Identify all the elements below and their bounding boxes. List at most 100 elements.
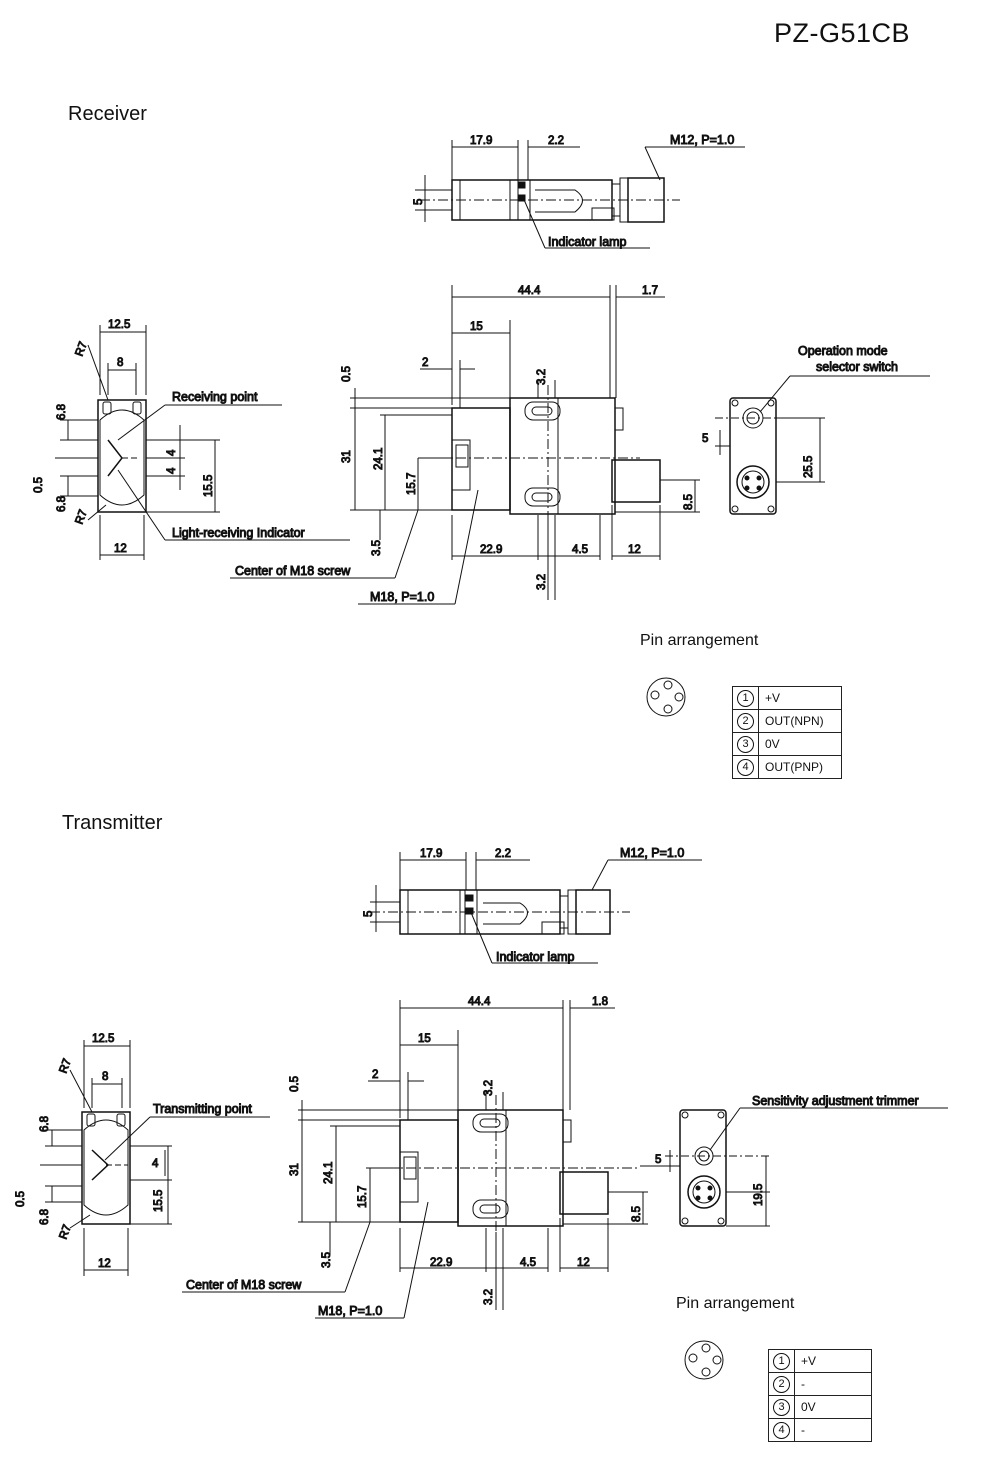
transmitter-side-dim-22-9: 22.9	[430, 1257, 452, 1269]
pin-label: OUT(PNP)	[758, 755, 842, 779]
transmitter-title: Transmitter	[62, 812, 163, 834]
transmitter-back-dim-5: 5	[655, 1154, 661, 1166]
transmitting-point-label: Transmitting point	[153, 1102, 252, 1116]
receiver-indicator-lamp-label: Indicator lamp	[548, 235, 627, 249]
receiver-title: Receiver	[68, 103, 147, 125]
pin-label: 0V	[794, 1395, 872, 1419]
receiver-side-dim-8-5: 8.5	[683, 494, 695, 510]
transmitter-side-view: 44.4 1.8 15 2 0.5 3.2 31 24.1 15.7 3.5 2…	[182, 996, 648, 1319]
receiver-top-thread: M12, P=1.0	[670, 133, 734, 147]
receiver-front-dim-12-5: 12.5	[108, 319, 130, 331]
transmitter-front-r7-top: R7	[58, 1057, 74, 1075]
operation-mode-label-2: selector switch	[816, 360, 898, 374]
receiver-side-dim-15: 15	[470, 321, 483, 333]
transmitter-side-dim-3-5: 3.5	[321, 1252, 333, 1268]
transmitter-front-dim-8: 8	[102, 1071, 108, 1083]
transmitter-pin-arrangement-title: Pin arrangement	[676, 1295, 795, 1312]
receiver-side-dim-12: 12	[628, 544, 641, 556]
transmitter-side-dim-15: 15	[418, 1033, 431, 1045]
receiver-front-dim-12: 12	[114, 543, 127, 555]
transmitter-thread-label: M18, P=1.0	[318, 1304, 382, 1318]
receiver-front-dim-4a: 4	[166, 449, 178, 456]
transmitter-side-dim-3-2-top: 3.2	[483, 1080, 495, 1096]
pin-number: 1	[773, 1352, 790, 1370]
receiver-top-dim-17-9: 17.9	[470, 135, 492, 147]
table-row: 3 0V	[732, 732, 842, 756]
pin-number: 1	[737, 689, 754, 707]
operation-mode-label-1: Operation mode	[798, 344, 888, 358]
transmitter-side-dim-15-7: 15.7	[357, 1186, 369, 1208]
table-row: 4 OUT(PNP)	[732, 755, 842, 779]
table-row: 3 0V	[768, 1395, 872, 1419]
receiver-front-dim-4b: 4	[166, 467, 178, 474]
table-row: 2 OUT(NPN)	[732, 709, 842, 733]
receiver-front-dim-0-5: 0.5	[33, 477, 45, 493]
pin-label: -	[794, 1372, 872, 1396]
transmitter-pin-connector-icon	[684, 1340, 724, 1380]
transmitter-top-view: 17.9 2.2 M12, P=1.0 5 Indicator lamp	[363, 846, 702, 965]
transmitter-back-view: 5 19.5 Sensitivity adjustment trimmer	[640, 1094, 948, 1227]
transmitter-side-dim-2: 2	[372, 1069, 378, 1081]
transmitter-indicator-lamp-label: Indicator lamp	[496, 950, 575, 964]
transmitter-side-dim-4-5: 4.5	[520, 1257, 536, 1269]
table-row: 2 -	[768, 1372, 872, 1396]
pin-label: +V	[794, 1349, 872, 1373]
receiver-thread-label: M18, P=1.0	[370, 590, 434, 604]
receiver-back-dim-25-5: 25.5	[803, 456, 815, 478]
receiver-front-dim-6-8-top: 6.8	[56, 404, 68, 420]
receiver-pin-connector-icon	[646, 677, 686, 717]
receiver-side-dim-31: 31	[341, 450, 353, 463]
transmitter-front-dim-4: 4	[152, 1158, 159, 1170]
transmitter-front-dim-0-5: 0.5	[15, 1191, 27, 1207]
pin-label: +V	[758, 686, 842, 710]
receiver-side-dim-3-5: 3.5	[371, 540, 383, 556]
receiver-pin-arrangement-title: Pin arrangement	[640, 632, 759, 649]
receiver-side-view: 44.4 1.7 15 2 0.5 3.2 31 24.1 15.7 3.5 2…	[230, 285, 700, 605]
transmitter-front-dim-15-5: 15.5	[153, 1190, 165, 1212]
receiver-front-view: 12.5 8 R7 R7 6.8 0.5 6.8 4 4 15.5 12 Rec…	[33, 319, 350, 560]
receiver-side-dim-24-1: 24.1	[373, 448, 385, 470]
receiver-front-dim-15-5: 15.5	[203, 475, 215, 497]
sensitivity-trimmer-label: Sensitivity adjustment trimmer	[752, 1094, 919, 1108]
transmitter-front-dim-12: 12	[98, 1258, 111, 1270]
receiver-side-dim-3-2-top: 3.2	[536, 369, 548, 385]
receiver-top-dim-5: 5	[413, 199, 425, 205]
receiver-side-dim-1-7: 1.7	[642, 285, 658, 297]
pin-label: -	[794, 1418, 872, 1442]
pin-number: 3	[773, 1398, 790, 1416]
receiver-side-dim-2: 2	[422, 357, 428, 369]
table-row: 1 +V	[768, 1349, 872, 1373]
receiver-back-view: 5 25.5 Operation mode selector switch	[702, 344, 930, 515]
receiver-side-dim-3-2-bottom: 3.2	[536, 574, 548, 590]
transmitter-front-dim-6-8-bottom: 6.8	[39, 1209, 51, 1225]
transmitter-back-dim-19-5: 19.5	[753, 1184, 765, 1206]
receiver-back-dim-5: 5	[702, 433, 708, 445]
transmitter-front-view: 12.5 8 R7 R7 6.8 0.5 6.8 4 15.5 12 Trans…	[15, 1033, 270, 1276]
transmitter-pin-table: 1 +V 2 - 3 0V 4 -	[768, 1349, 872, 1442]
transmitter-top-dim-17-9: 17.9	[420, 848, 442, 860]
transmitter-front-r7-bottom: R7	[58, 1223, 74, 1241]
transmitter-top-dim-5: 5	[363, 911, 375, 917]
pin-number: 2	[773, 1375, 790, 1393]
pin-number: 4	[737, 758, 754, 776]
transmitter-side-dim-44-4: 44.4	[468, 996, 491, 1008]
model-title: PZ-G51CB	[773, 18, 910, 48]
transmitter-top-dim-2-2: 2.2	[495, 848, 511, 860]
table-row: 4 -	[768, 1418, 872, 1442]
receiver-top-dim-2-2: 2.2	[548, 135, 564, 147]
receiver-side-dim-44-4: 44.4	[518, 285, 541, 297]
receiver-front-dim-8: 8	[117, 357, 123, 369]
receiver-center-screw-label: Center of M18 screw	[235, 564, 351, 578]
receiver-top-view: 17.9 2.2 M12, P=1.0 5 Indicator lamp	[413, 133, 745, 250]
transmitter-side-dim-3-2-bottom: 3.2	[483, 1289, 495, 1305]
transmitter-center-screw-label: Center of M18 screw	[186, 1278, 302, 1292]
receiver-front-r7-top: R7	[74, 340, 90, 358]
pin-label: OUT(NPN)	[758, 709, 842, 733]
transmitter-front-dim-12-5: 12.5	[92, 1033, 114, 1045]
transmitter-side-dim-12: 12	[577, 1257, 590, 1269]
light-receiving-indicator-label: Light-receiving Indicator	[172, 526, 305, 540]
receiver-side-dim-0-5: 0.5	[341, 366, 353, 382]
transmitter-side-dim-8-5: 8.5	[631, 1206, 643, 1222]
transmitter-side-dim-0-5: 0.5	[289, 1076, 301, 1092]
